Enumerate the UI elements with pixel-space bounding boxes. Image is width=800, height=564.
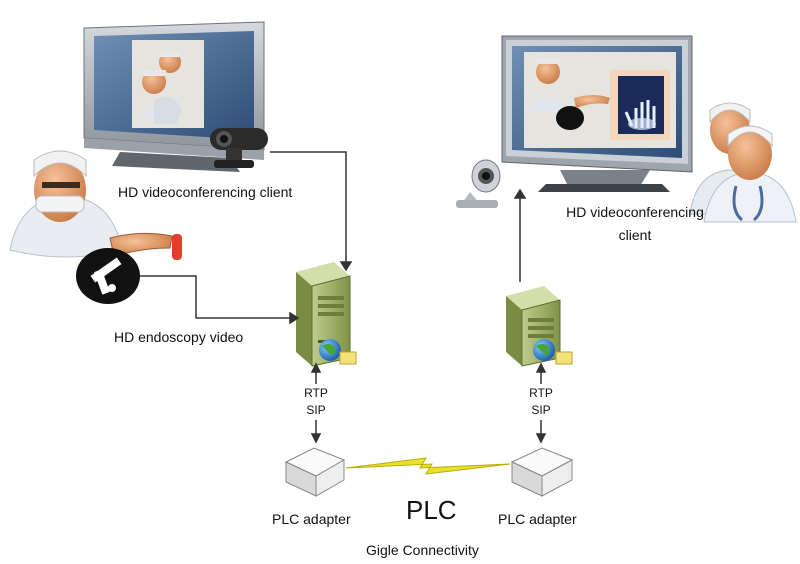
label-client-right: HD videoconferencing client [560, 204, 710, 244]
label-plc-adapter-left: PLC adapter [272, 511, 351, 527]
connectors [140, 151, 547, 444]
arrowhead [535, 433, 547, 444]
plc-adapter-right-icon [510, 447, 574, 497]
endoscope-icon [76, 248, 140, 304]
webcam-right-icon [456, 159, 501, 208]
monitor-left-icon [83, 21, 265, 172]
arrowhead [513, 188, 527, 199]
monitor-right-icon [501, 35, 693, 192]
connector-endoscope-to-server [140, 275, 290, 319]
server-right-icon [506, 286, 561, 367]
doctors-icon [689, 102, 797, 223]
connector-webcam-to-server [270, 151, 347, 264]
surgeon-icon [9, 150, 182, 260]
globe-left-icon [319, 339, 357, 365]
arrowhead [310, 362, 322, 373]
globe-right-icon [533, 339, 573, 365]
plc-adapter-left-icon [284, 447, 346, 497]
label-plc: PLC [406, 495, 457, 525]
label-rtp-right: RTP [529, 386, 553, 400]
arrowhead [310, 433, 322, 444]
label-gigle-connectivity: Gigle Connectivity [366, 542, 479, 558]
label-client-right-line1: HD videoconferencing [566, 204, 704, 220]
webcam-left-icon [210, 128, 268, 168]
xray-icon [610, 70, 670, 140]
lightning-icon [345, 457, 511, 475]
label-sip-right: SIP [531, 403, 551, 417]
arrowhead [289, 311, 300, 325]
label-client-left: HD videoconferencing client [118, 184, 293, 200]
label-endoscopy: HD endoscopy video [114, 329, 244, 345]
label-client-right-line2: client [618, 227, 652, 243]
label-rtp-left: RTP [304, 386, 328, 400]
arrowhead [535, 362, 547, 373]
label-plc-adapter-right: PLC adapter [498, 511, 577, 527]
label-sip-left: SIP [306, 403, 326, 417]
arrowhead [339, 261, 353, 272]
